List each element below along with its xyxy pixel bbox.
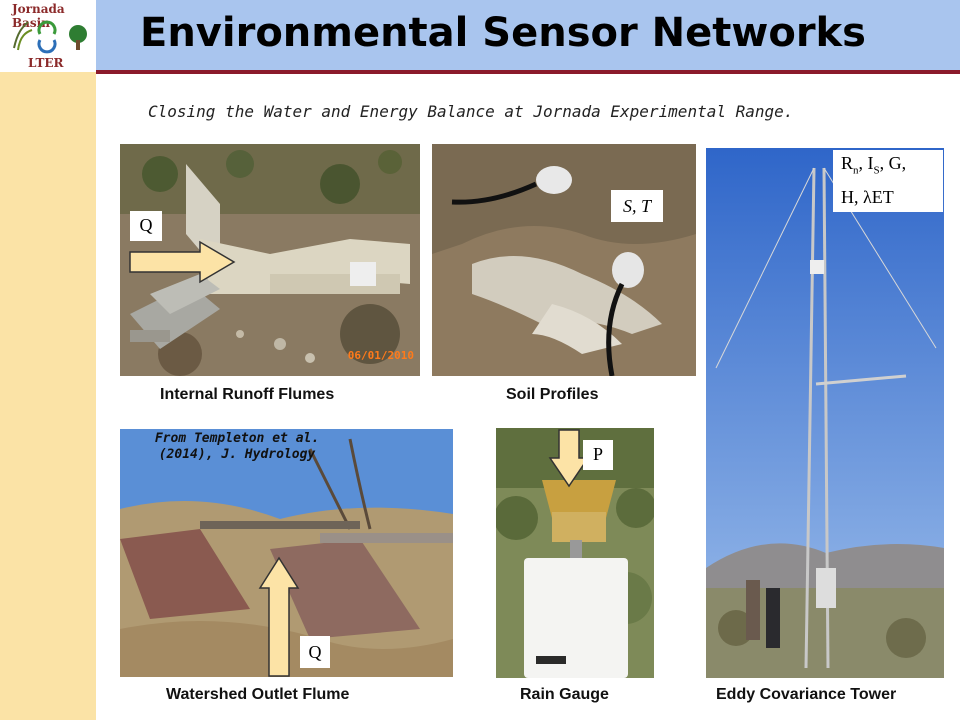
caption-rain-gauge: Rain Gauge bbox=[520, 686, 609, 703]
title-bar bbox=[96, 0, 960, 70]
soil-profile-illustration bbox=[432, 144, 696, 376]
rain-flow-arrow-icon bbox=[548, 429, 590, 488]
tower-illustration bbox=[706, 148, 944, 678]
photo-credit-line1: From Templeton et al. bbox=[154, 431, 320, 446]
caption-soil-profiles: Soil Profiles bbox=[506, 386, 599, 403]
logo-graphic-icon bbox=[13, 20, 87, 54]
outlet-flow-arrow-icon bbox=[258, 556, 300, 677]
caption-eddy-covariance-tower: Eddy Covariance Tower bbox=[716, 686, 897, 703]
photo-date-stamp: 06/01/2010 bbox=[347, 349, 414, 362]
tower-flux-label: Rn, IS, G, H, λET bbox=[833, 150, 943, 212]
tower-label-g: , G, bbox=[879, 153, 907, 173]
title-rule bbox=[96, 70, 960, 74]
page-title: Environmental Sensor Networks bbox=[140, 10, 866, 56]
photo-credit-line2: (2014), J. Hydrology bbox=[158, 447, 316, 462]
outlet-q-label: Q bbox=[300, 636, 330, 668]
tower-label-sub-s: S bbox=[873, 164, 880, 177]
logo-text-bottom: LTER bbox=[28, 56, 64, 70]
soil-st-label: S, T bbox=[611, 190, 663, 222]
photo-eddy-covariance-tower bbox=[706, 148, 944, 678]
caption-watershed-outlet-flume: Watershed Outlet Flume bbox=[166, 686, 350, 703]
rain-p-label: P bbox=[583, 440, 613, 470]
photo-credit: From Templeton et al. (2014), J. Hydrolo… bbox=[132, 431, 342, 463]
tower-label-i: , I bbox=[858, 153, 874, 173]
tower-label-sub-n: n bbox=[853, 164, 859, 177]
caption-runoff-flumes: Internal Runoff Flumes bbox=[160, 386, 335, 403]
tower-label-line2: H, λET bbox=[841, 186, 894, 207]
page-subtitle: Closing the Water and Energy Balance at … bbox=[148, 102, 794, 121]
jornada-lter-logo: Jornada Basin LTER bbox=[0, 0, 96, 72]
left-accent-bar bbox=[0, 0, 96, 720]
runoff-q-label: Q bbox=[130, 211, 162, 241]
tower-label-r: R bbox=[841, 153, 854, 173]
runoff-flow-arrow-icon bbox=[129, 240, 236, 284]
photo-soil-profiles bbox=[432, 144, 696, 376]
